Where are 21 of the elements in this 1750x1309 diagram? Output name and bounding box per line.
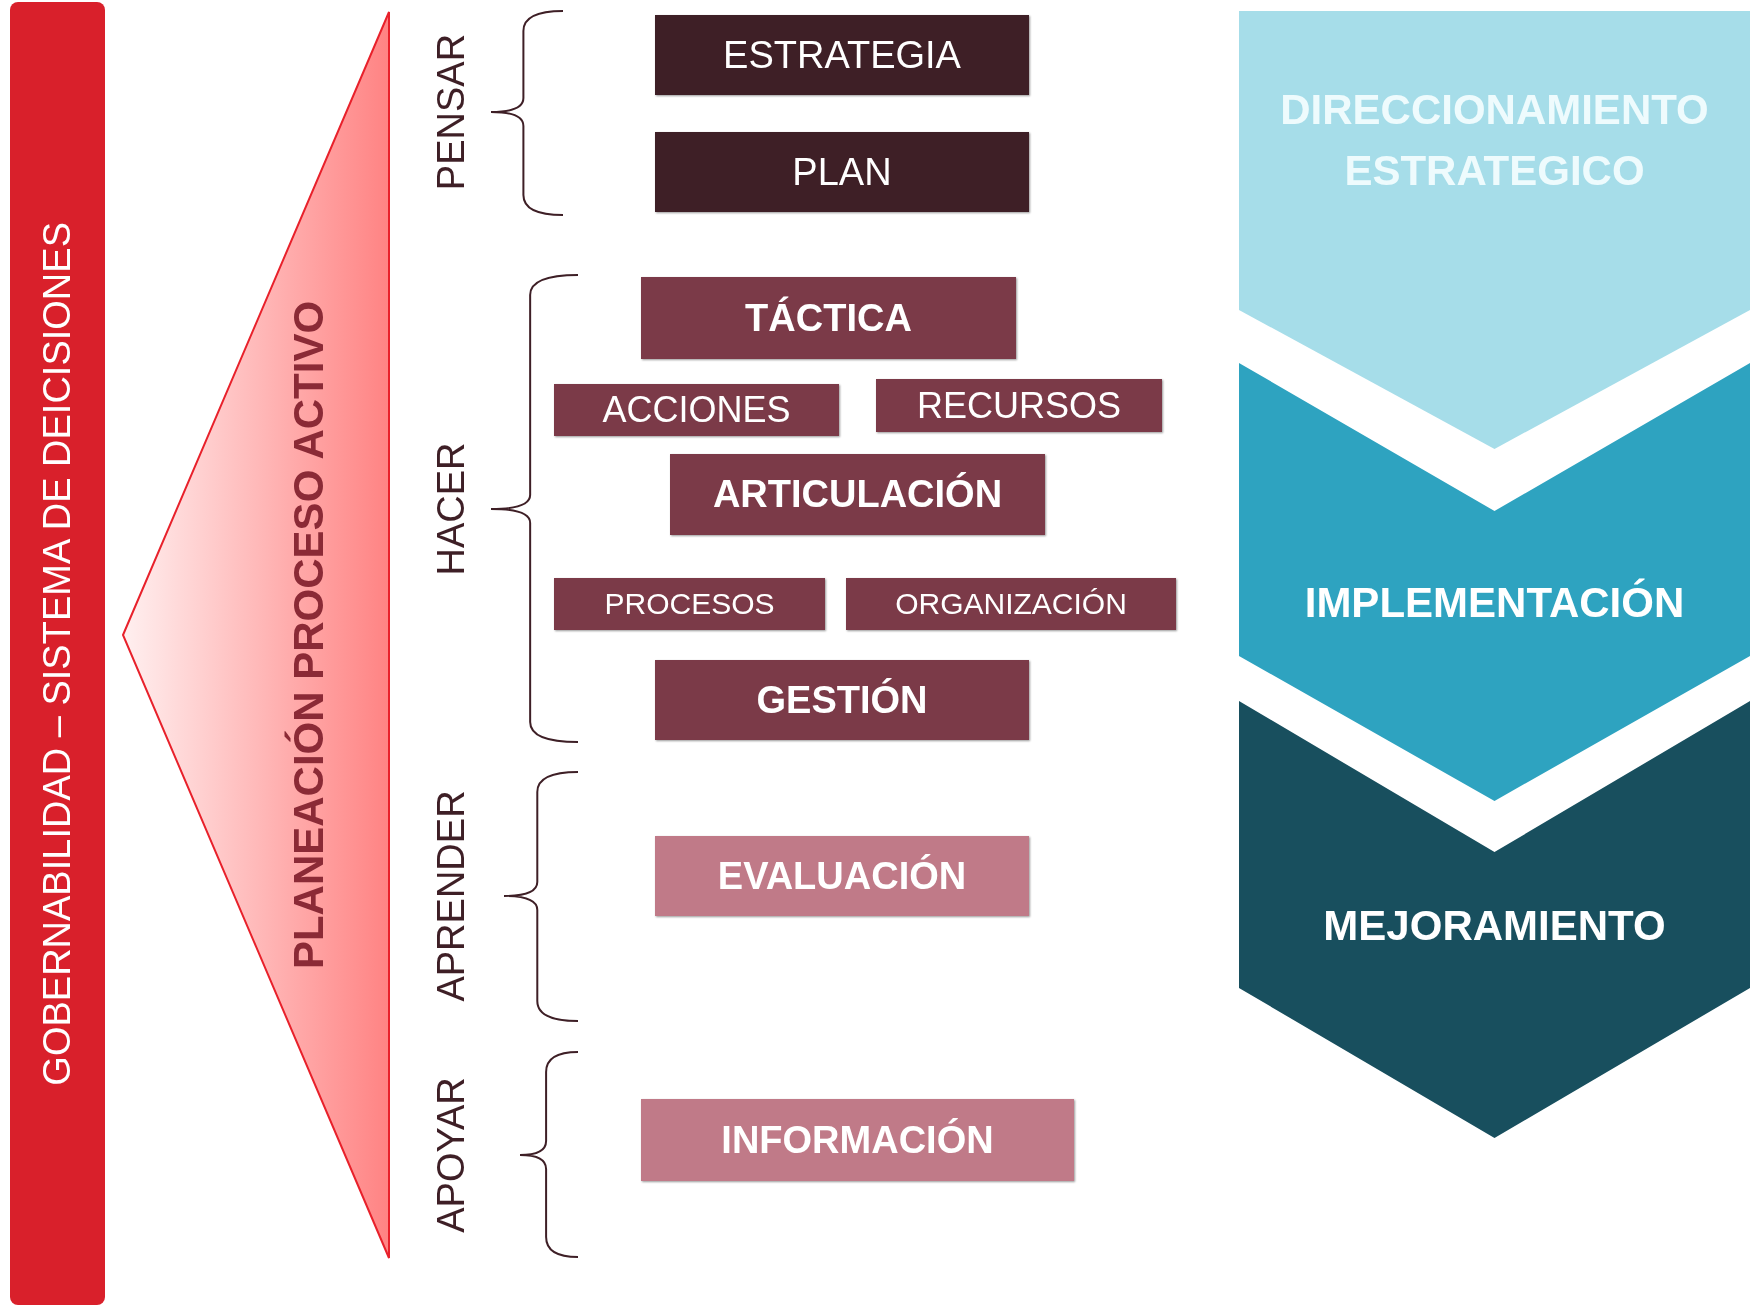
process-box: PLAN bbox=[655, 132, 1029, 212]
process-box: ACCIONES bbox=[554, 384, 839, 436]
phase-label: APRENDER bbox=[430, 790, 473, 1002]
process-box: ESTRATEGIA bbox=[655, 15, 1029, 95]
phase-label: HACER bbox=[430, 442, 473, 576]
vertical-banner bbox=[10, 2, 105, 1305]
process-box: ORGANIZACIÓN bbox=[846, 578, 1176, 630]
phase-label: APOYAR bbox=[430, 1077, 473, 1233]
process-box: GESTIÓN bbox=[655, 660, 1029, 740]
chevron-label: IMPLEMENTACIÓN bbox=[1303, 577, 1686, 628]
rotated-title: GOBERNABILIDAD – SISTEMA DE DEICISIONES bbox=[36, 221, 79, 1086]
process-box: EVALUACIÓN bbox=[655, 836, 1029, 916]
phase-label: PENSAR bbox=[430, 33, 473, 191]
process-box: ARTICULACIÓN bbox=[670, 454, 1045, 535]
chevron-label: MEJORAMIENTO bbox=[1322, 900, 1667, 951]
chevron-label: DIRECCIONAMIENTO ESTRATEGICO bbox=[1279, 85, 1710, 196]
rotated-label: PLANEACIÓN PROCESO ACTIVO bbox=[285, 300, 333, 970]
process-box: RECURSOS bbox=[876, 379, 1162, 432]
process-box: TÁCTICA bbox=[641, 277, 1016, 359]
process-box: INFORMACIÓN bbox=[641, 1099, 1074, 1181]
process-box: PROCESOS bbox=[554, 578, 825, 630]
